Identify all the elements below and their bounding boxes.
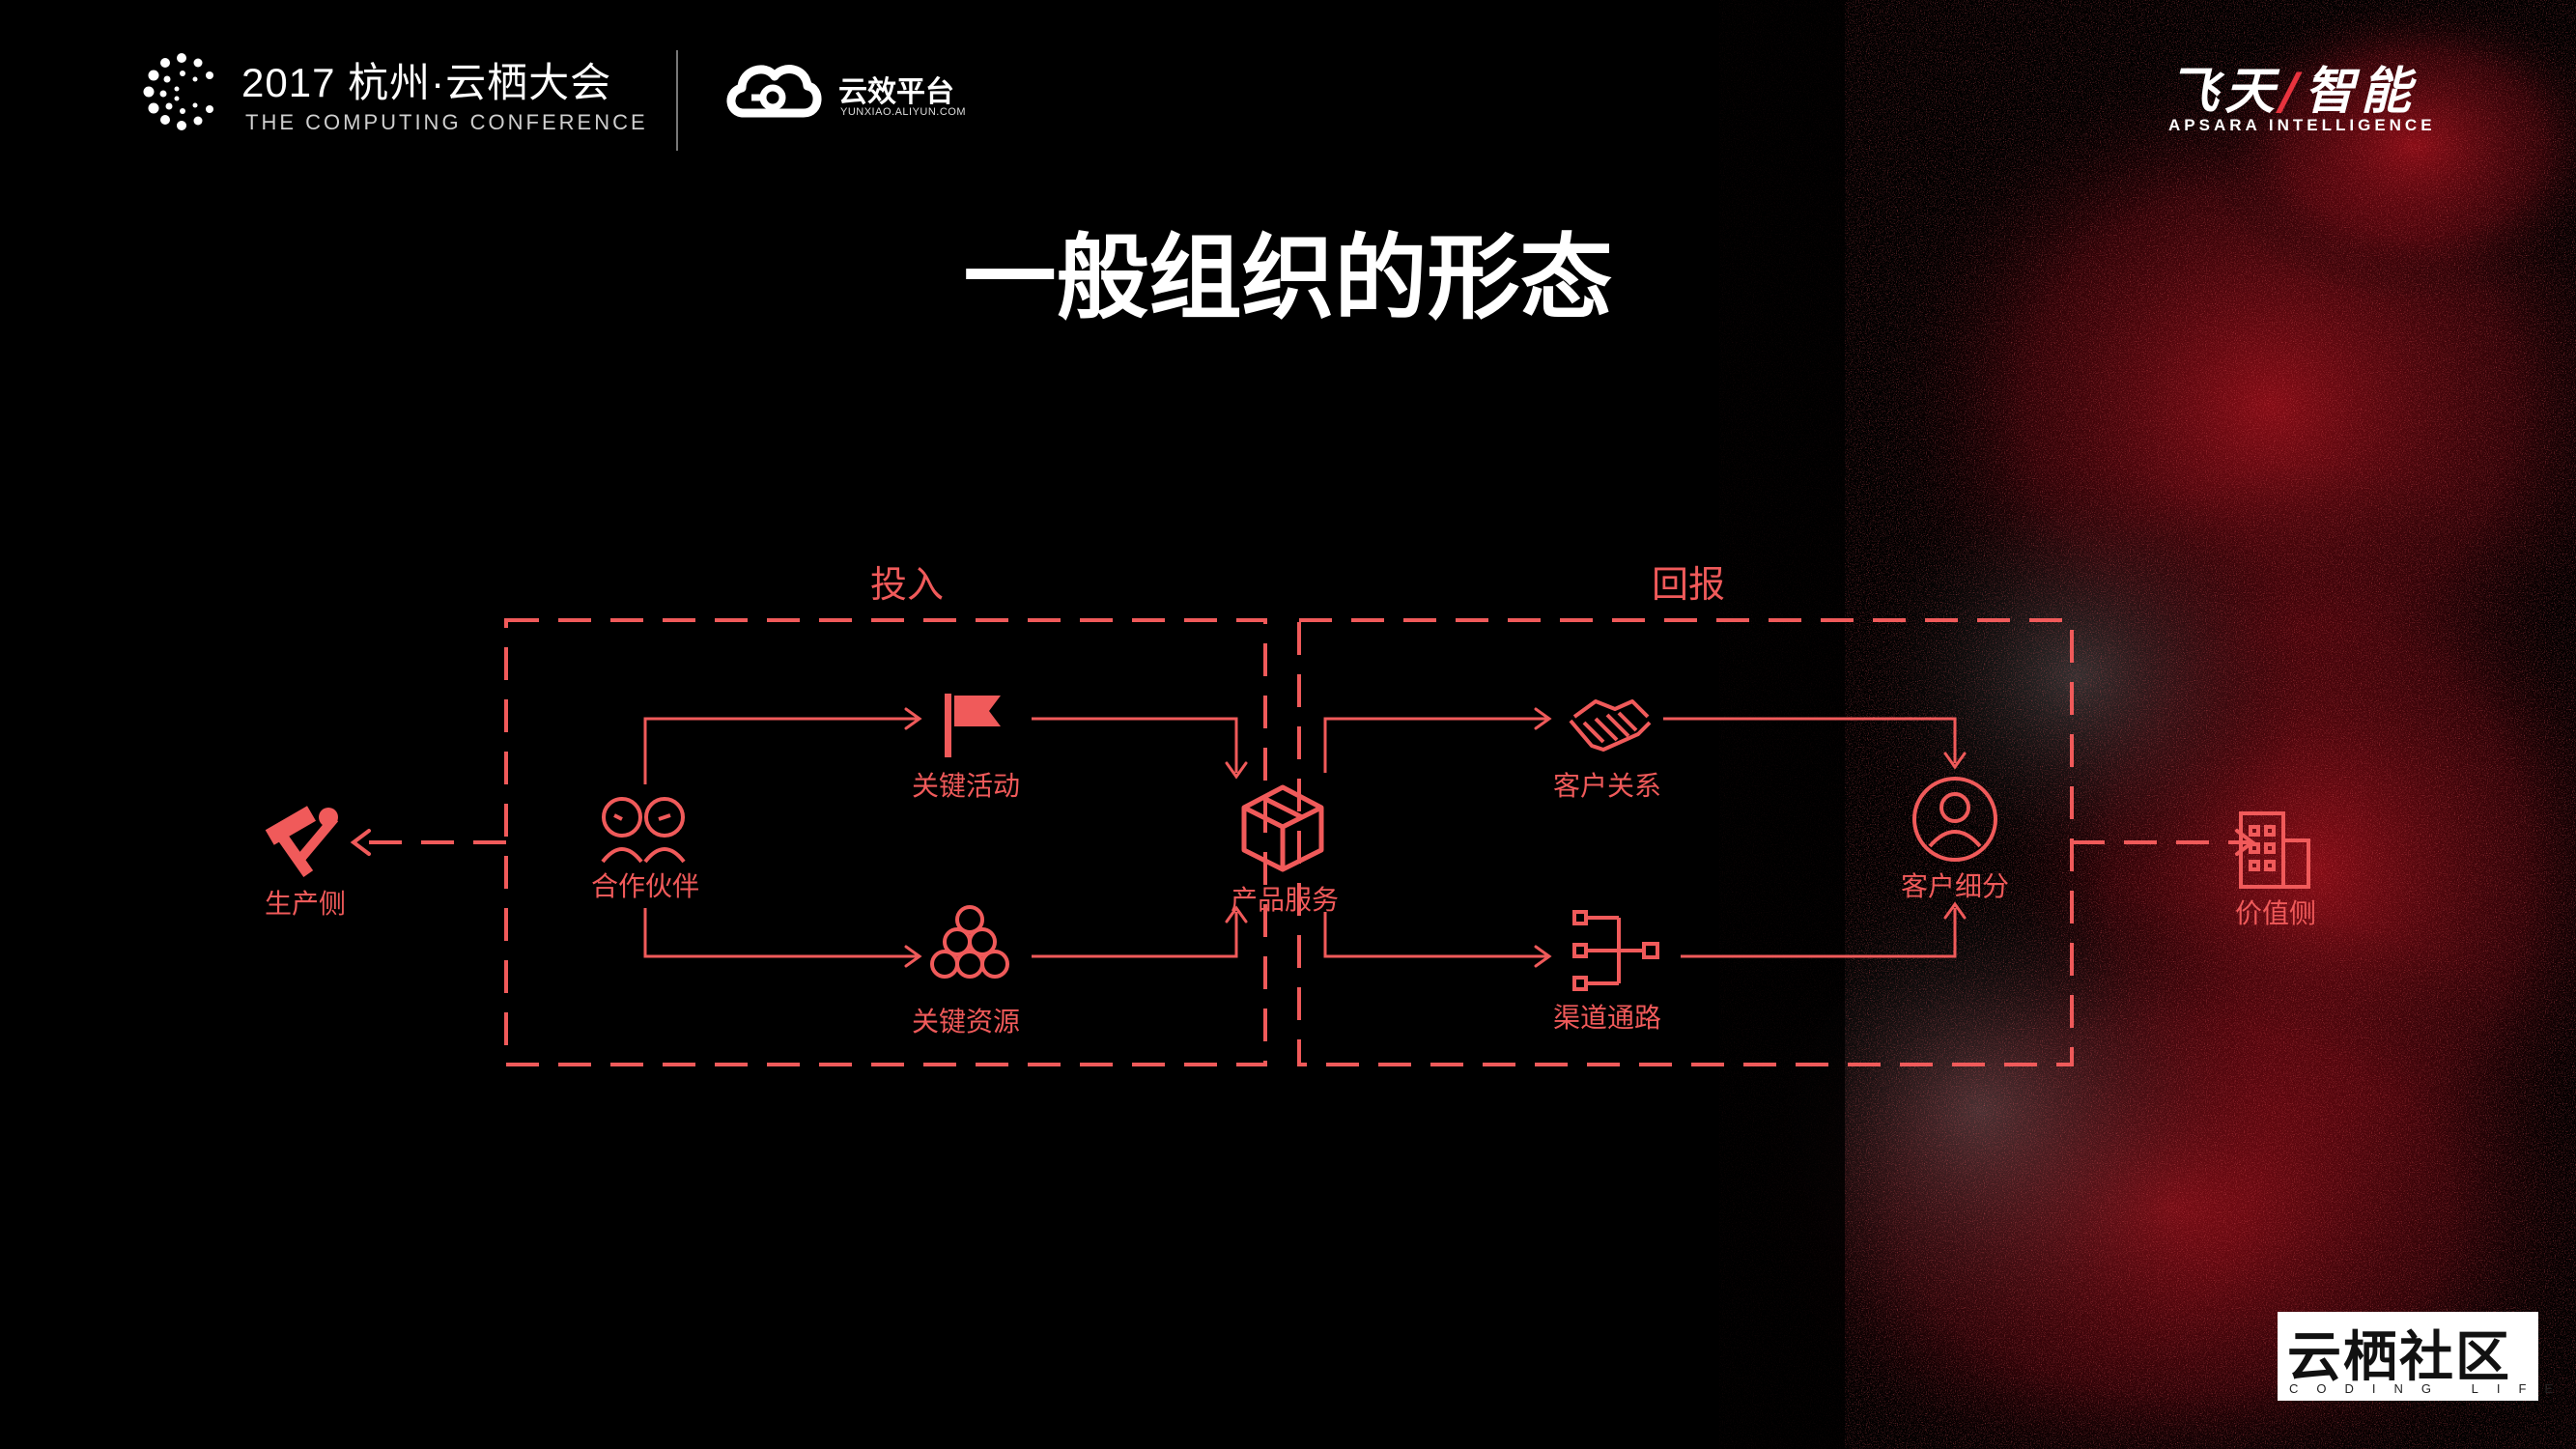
key-resources-label: 关键资源 [912, 1001, 1020, 1039]
flag-icon [945, 694, 1001, 757]
channels-icon [1574, 912, 1657, 989]
value-label: 价值侧 [2235, 893, 2316, 931]
community-name: 云栖社区 [2287, 1314, 2511, 1392]
arrow-partners-resources [645, 908, 918, 956]
customer-relations-label: 客户关系 [1553, 765, 1661, 804]
package-icon [1244, 787, 1321, 869]
channels-label: 渠道通路 [1553, 997, 1661, 1036]
arrow-products-relations [1325, 719, 1547, 773]
community-logo: 云栖社区 CODING LIFE [2278, 1312, 2538, 1401]
arrow-activities-products [1032, 719, 1236, 773]
partners-label: 合作伙伴 [591, 866, 699, 904]
arrow-partners-activities [645, 719, 918, 784]
return-box [1299, 620, 2072, 1065]
handshake-icon [1571, 701, 1650, 750]
section-return-label: 回报 [1652, 554, 1725, 608]
arrow-resources-products [1032, 912, 1236, 956]
arrow-channels-segments [1681, 908, 1955, 956]
user-icon [1914, 779, 1996, 860]
section-input-label: 投入 [870, 554, 944, 608]
arrow-relations-segments [1663, 719, 1955, 763]
building-icon [2241, 813, 2308, 887]
tools-icon [266, 806, 338, 877]
key-activities-label: 关键活动 [912, 765, 1020, 804]
community-tagline: CODING LIFE [2289, 1381, 2571, 1396]
products-label: 产品服务 [1231, 879, 1339, 918]
logs-icon [932, 907, 1007, 977]
input-box [506, 620, 1265, 1065]
producer-label: 生产侧 [265, 883, 346, 922]
arrow-products-channels [1325, 912, 1547, 956]
arrowhead [354, 831, 369, 854]
partners-icon [603, 799, 684, 862]
customer-segments-label: 客户细分 [1901, 866, 2009, 904]
